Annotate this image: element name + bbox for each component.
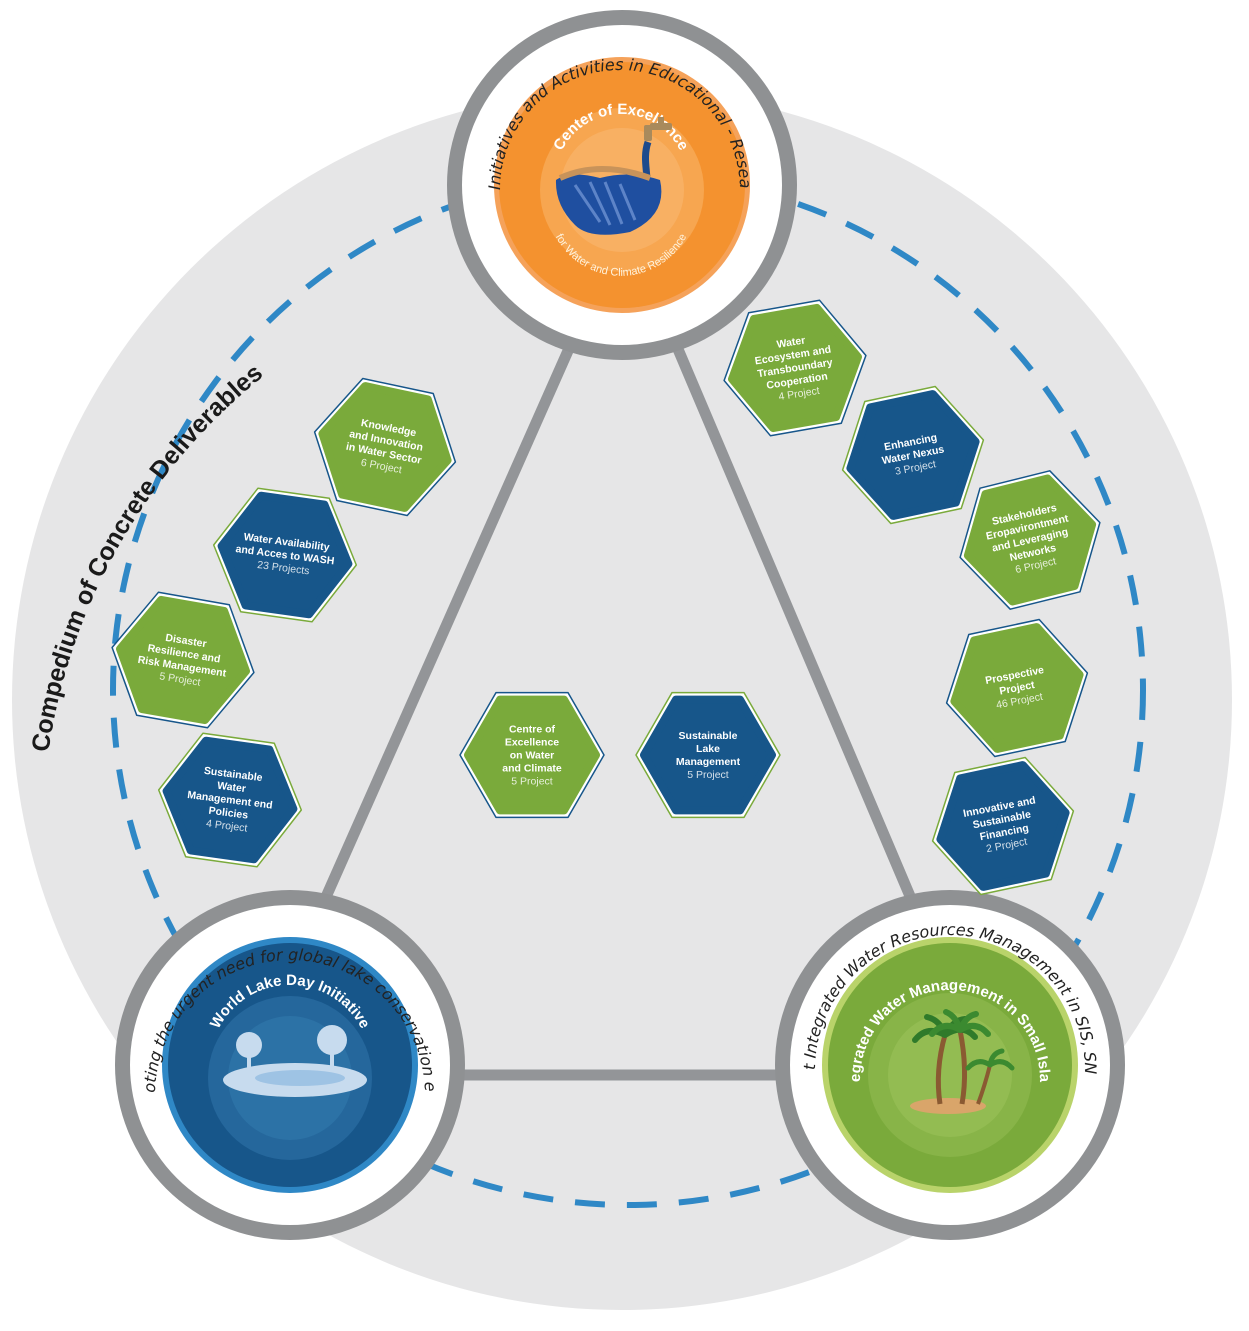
hexagon-project-count: 4 Project <box>205 818 248 835</box>
hexagon-title-line: Management <box>676 756 741 768</box>
hexagon-title-line: and Climate <box>502 762 562 774</box>
hexagon-fill <box>217 491 353 619</box>
lake-trees-icon <box>223 1025 367 1097</box>
faucet-leaf-icon <box>555 117 672 235</box>
hexagon-project-count: 5 Project <box>511 775 553 787</box>
connector-triangle <box>312 332 924 1081</box>
hexagon-title-line: Lake <box>696 743 720 755</box>
palm-island-icon <box>910 1009 1015 1114</box>
hexagon-fill <box>846 390 980 520</box>
hexagon-fill <box>116 595 250 725</box>
hexagon-fill <box>464 695 600 815</box>
hexagon-title-line: Centre of <box>509 723 556 735</box>
hexagon-fill <box>318 382 452 512</box>
hexagon-fill <box>963 474 1097 606</box>
hexagon-fill <box>162 736 298 864</box>
dashed-ring <box>110 172 1146 1208</box>
hexagon-fill <box>950 623 1084 753</box>
hexagon-title-line: Water <box>776 334 806 350</box>
hexagon-fill <box>728 303 862 433</box>
hexagon-title-line: on Water <box>510 749 555 761</box>
hexagon-project-count: 5 Project <box>687 769 729 781</box>
hexagon-title-line: Water <box>217 780 247 796</box>
hexagon-fill <box>936 761 1070 891</box>
hexagon-title-line: Excellence <box>505 736 559 748</box>
hexagon-title-line: Sustainable <box>679 730 738 742</box>
hexagon-fill <box>640 695 776 815</box>
hexagon-title-line: Policies <box>208 805 249 822</box>
